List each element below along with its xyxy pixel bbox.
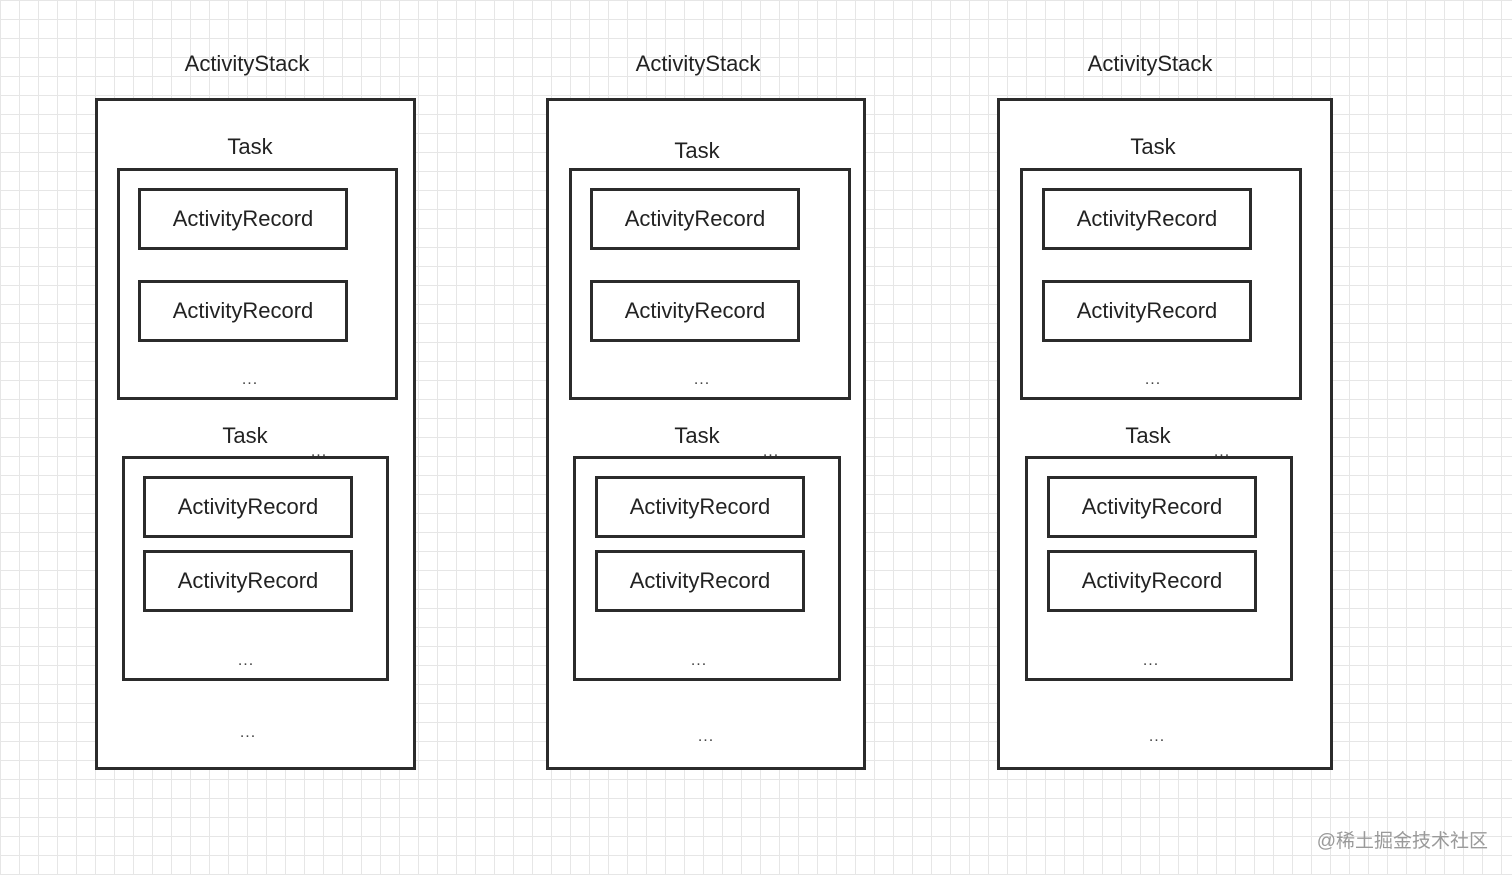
activity-record: ActivityRecord — [590, 188, 800, 250]
activity-stack-box: Task ActivityRecord ActivityRecord ... T… — [997, 98, 1333, 770]
task-label: Task — [1125, 423, 1171, 448]
activity-record: ActivityRecord — [1047, 476, 1257, 538]
task-ellipsis: ... — [1213, 443, 1231, 460]
activity-stack-box: Task ActivityRecord ActivityRecord ... T… — [546, 98, 866, 770]
activity-record: ActivityRecord — [590, 280, 800, 342]
activity-record: ActivityRecord — [143, 550, 353, 612]
task-label: Task — [1130, 134, 1176, 159]
stack-ellipsis: ... — [697, 728, 715, 745]
activity-record: ActivityRecord — [1047, 550, 1257, 612]
activity-stack-label: ActivityStack — [635, 51, 761, 76]
task-label: Task — [222, 423, 268, 448]
task-ellipsis: ... — [762, 443, 780, 460]
activity-record: ActivityRecord — [143, 476, 353, 538]
activity-record: ActivityRecord — [595, 476, 805, 538]
task-box: ActivityRecord ActivityRecord ... — [1025, 456, 1293, 681]
activity-record: ActivityRecord — [1042, 188, 1252, 250]
task-ellipsis: ... — [1144, 371, 1162, 388]
task-box: ActivityRecord ActivityRecord ... — [122, 456, 389, 681]
activity-stack-label: ActivityStack — [1087, 51, 1213, 76]
activity-record: ActivityRecord — [595, 550, 805, 612]
activity-record: ActivityRecord — [1042, 280, 1252, 342]
task-ellipsis: ... — [1142, 652, 1160, 669]
watermark: @稀土掘金技术社区 — [1316, 831, 1488, 852]
task-box: ActivityRecord ActivityRecord ... — [1020, 168, 1302, 400]
task-ellipsis: ... — [690, 652, 708, 669]
task-box: ActivityRecord ActivityRecord ... — [573, 456, 841, 681]
activity-stack-label: ActivityStack — [184, 51, 310, 76]
task-label: Task — [227, 134, 273, 159]
activity-stack-box: Task ActivityRecord ActivityRecord ... T… — [95, 98, 416, 770]
stack-ellipsis: ... — [1148, 728, 1166, 745]
task-ellipsis: ... — [237, 652, 255, 669]
activity-record: ActivityRecord — [138, 280, 348, 342]
stack-ellipsis: ... — [239, 724, 257, 741]
task-box: ActivityRecord ActivityRecord ... — [117, 168, 398, 400]
task-ellipsis: ... — [310, 443, 328, 460]
task-label: Task — [674, 423, 720, 448]
task-box: ActivityRecord ActivityRecord ... — [569, 168, 851, 400]
task-ellipsis: ... — [241, 371, 259, 388]
task-label: Task — [674, 138, 720, 163]
activity-record: ActivityRecord — [138, 188, 348, 250]
task-ellipsis: ... — [693, 371, 711, 388]
